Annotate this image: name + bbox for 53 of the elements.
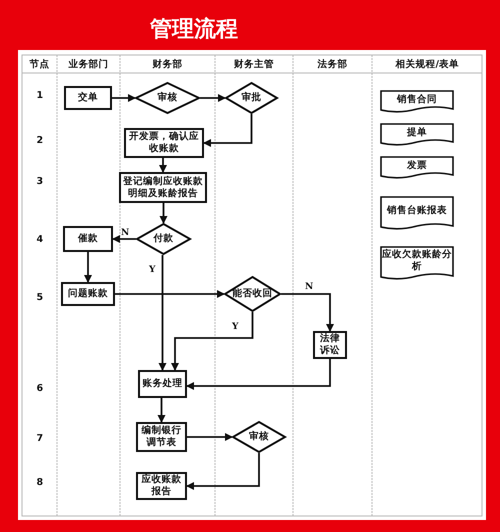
document-shape: 销售合同 bbox=[380, 90, 454, 113]
row-number: 3 bbox=[36, 176, 44, 186]
row-number: 6 bbox=[36, 382, 44, 394]
arrow bbox=[158, 255, 166, 371]
edge-label: N bbox=[305, 282, 314, 292]
arrow bbox=[112, 235, 136, 243]
row-number: 8 bbox=[36, 476, 44, 488]
decision-diamond: 审批 bbox=[225, 82, 278, 114]
arrow bbox=[171, 312, 254, 371]
arrow bbox=[158, 398, 166, 423]
process-box: 开发票，确认应收账款 bbox=[124, 128, 204, 158]
process-box: 登记编制应收账款明细及账龄报告 bbox=[119, 172, 207, 203]
process-box: 账务处理 bbox=[138, 370, 187, 398]
arrow bbox=[84, 252, 92, 283]
row-number: 7 bbox=[36, 432, 44, 444]
row-number: 1 bbox=[36, 90, 44, 100]
row-number: 2 bbox=[36, 134, 44, 146]
arrow bbox=[187, 433, 233, 441]
arrow bbox=[186, 453, 260, 490]
arrow bbox=[115, 290, 225, 298]
column-header: 财务主管 bbox=[234, 58, 274, 70]
arrow bbox=[186, 359, 331, 390]
row-number: 4 bbox=[36, 234, 44, 244]
document-shape: 发票 bbox=[380, 156, 454, 179]
process-box: 法律诉讼 bbox=[313, 331, 347, 359]
document-shape: 销售台账报表 bbox=[380, 196, 454, 230]
arrow bbox=[281, 293, 334, 332]
arrow bbox=[159, 158, 167, 173]
edge-label: Y bbox=[149, 265, 156, 275]
decision-diamond: 审核 bbox=[135, 82, 200, 114]
column-header: 相关规程/表单 bbox=[396, 58, 459, 70]
arrow bbox=[160, 203, 168, 224]
document-shape: 应收欠款账龄分析 bbox=[380, 246, 454, 280]
decision-diamond: 审核 bbox=[232, 421, 286, 453]
edge-label: Y bbox=[232, 322, 238, 332]
edge-label: N bbox=[121, 228, 130, 238]
arrow bbox=[203, 114, 252, 147]
process-box: 催款 bbox=[63, 226, 113, 252]
arrow bbox=[200, 94, 226, 102]
document-shape: 提单 bbox=[380, 123, 454, 146]
process-box: 交单 bbox=[64, 86, 112, 110]
row-number: 5 bbox=[36, 292, 44, 302]
title: 管理流程 bbox=[150, 16, 238, 44]
column-header: 业务部门 bbox=[68, 58, 108, 70]
column-header: 法务部 bbox=[318, 58, 348, 70]
arrow bbox=[112, 94, 136, 102]
process-box: 问题账款 bbox=[61, 282, 115, 306]
process-box: 编制银行调节表 bbox=[136, 422, 187, 452]
decision-diamond: 付款 bbox=[136, 223, 191, 255]
decision-diamond: 能否收回 bbox=[224, 276, 281, 312]
column-header: 财务部 bbox=[152, 58, 182, 70]
process-box: 应收账款报告 bbox=[136, 472, 187, 500]
column-header: 节点 bbox=[30, 58, 50, 70]
